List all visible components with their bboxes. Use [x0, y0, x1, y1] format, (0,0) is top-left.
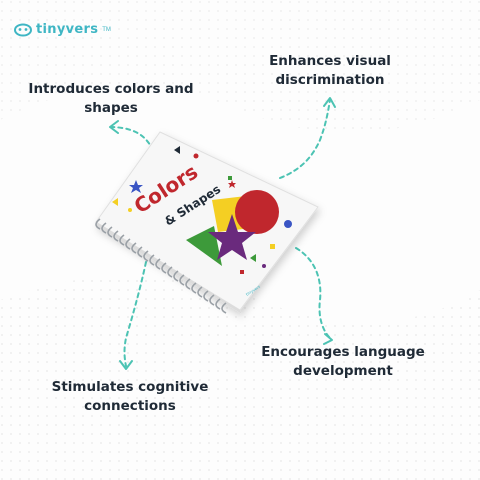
small-dot-shape: [128, 208, 132, 212]
small-square-shape: [228, 176, 232, 180]
purple-star-shape: [208, 214, 256, 260]
small-triangle-shape: [112, 198, 118, 206]
brand-name: tinyvers: [36, 22, 99, 37]
small-square-shape: [240, 270, 244, 274]
feature-caption-language-development: Encourages language development: [248, 343, 438, 381]
brand-trademark: TM: [102, 26, 111, 33]
small-square-shape: [270, 244, 275, 249]
arrow-to-visual-discrimination: [279, 99, 331, 179]
small-star-shape: [129, 180, 143, 193]
book-edge: [96, 222, 242, 314]
feature-caption-line: Enhances visual: [269, 53, 391, 69]
feature-caption-colors-shapes: Introduces colors and shapes: [26, 80, 196, 118]
green-triangle-shape: [186, 226, 222, 266]
feature-caption-line: development: [293, 363, 393, 379]
feature-caption-line: Encourages language: [261, 344, 425, 360]
spiral-binding: [95, 218, 227, 314]
feature-caption-line: connections: [84, 398, 176, 414]
book-cover: [95, 131, 319, 311]
red-dot-shape: [193, 153, 199, 159]
feature-caption-line: shapes: [84, 100, 138, 116]
red-circle-shape: [235, 190, 279, 234]
arrowhead-icon: [323, 333, 333, 345]
blue-dot-shape: [284, 220, 292, 228]
feature-caption-visual-discrimination: Enhances visual discrimination: [250, 52, 410, 90]
feature-caption-line: discrimination: [275, 72, 385, 88]
brand-logo-icon: [14, 23, 32, 36]
small-dot-shape: [262, 264, 266, 268]
feature-caption-line: Introduces colors and: [28, 81, 194, 97]
feature-caption-cognitive-connections: Stimulates cognitive connections: [40, 378, 220, 416]
small-triangle-shape: [174, 146, 180, 154]
arrowhead-icon: [119, 360, 133, 370]
arrow-to-cognitive-connections: [123, 261, 147, 367]
arrowhead-icon: [323, 97, 336, 108]
small-star-shape: [228, 180, 236, 188]
arrowhead-icon: [109, 120, 119, 134]
feature-caption-line: Stimulates cognitive: [51, 379, 209, 395]
small-triangle-shape: [250, 254, 256, 262]
arrow-to-language-development: [295, 247, 331, 339]
brand-logo: tinyvers TM: [14, 22, 111, 37]
